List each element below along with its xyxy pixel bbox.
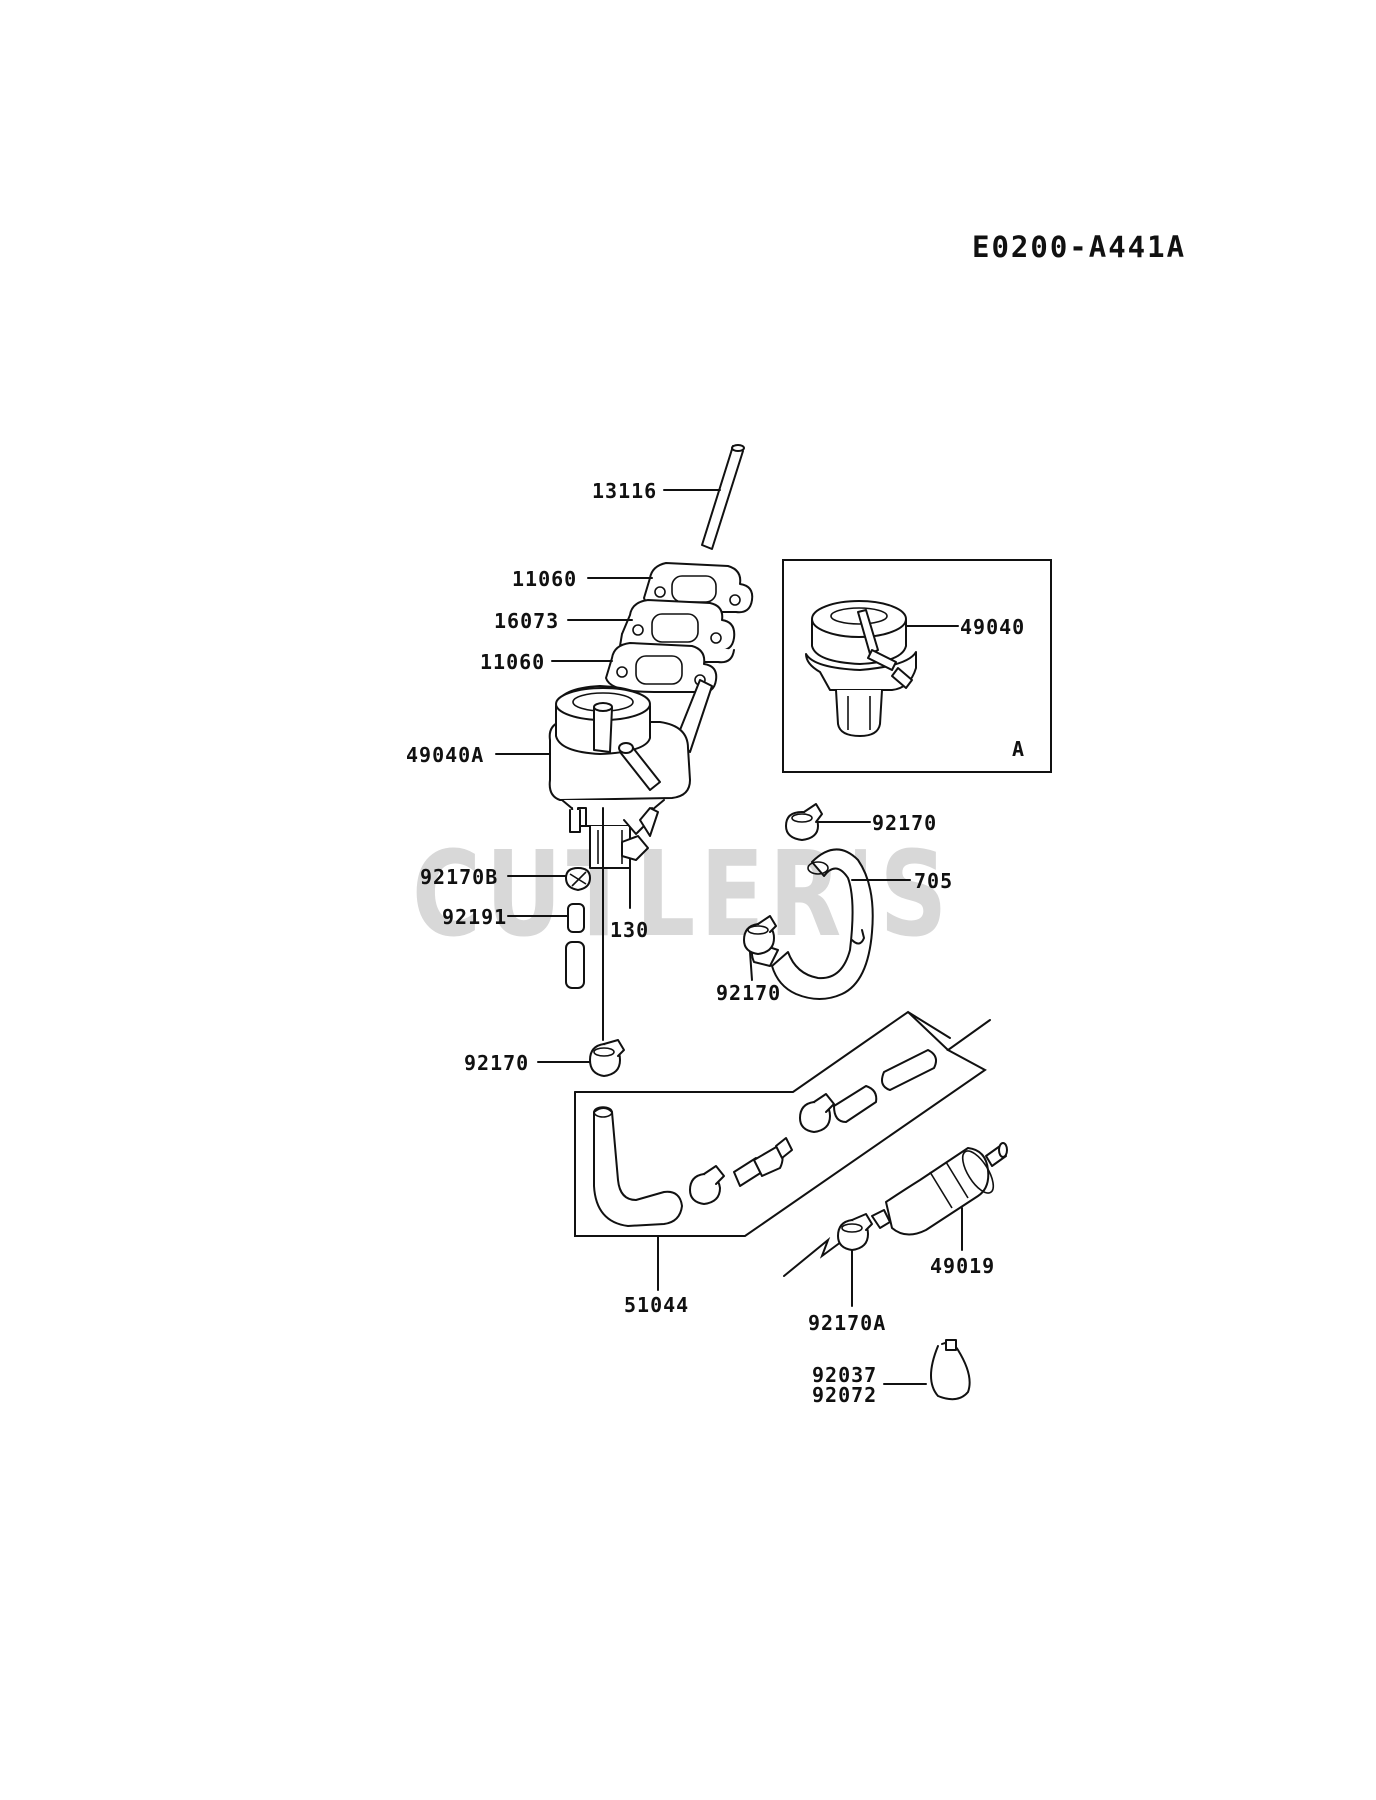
clamp-92170-left [589, 1039, 625, 1077]
leader-lines [495, 489, 963, 1385]
label-13116: 13116 [592, 479, 657, 503]
diagram-code: E0200-A441A [972, 230, 1186, 264]
label-130: 130 [610, 918, 649, 942]
gasket-11060-bottom [605, 642, 718, 694]
bolt-130 [621, 807, 659, 861]
inset-label-a: A [1012, 737, 1025, 761]
label-92191: 92191 [442, 905, 507, 929]
label-49019: 49019 [930, 1254, 995, 1278]
label-92170-top: 92170 [872, 811, 937, 835]
clamp-92170-mid [743, 915, 777, 955]
label-16073: 16073 [494, 609, 559, 633]
label-92170A: 92170A [808, 1311, 886, 1335]
label-92037: 92037 [812, 1363, 877, 1387]
clamp-92170B [565, 867, 591, 891]
label-705: 705 [914, 869, 953, 893]
hose-assembly-51044 [574, 1010, 991, 1237]
label-92170B: 92170B [420, 865, 498, 889]
tube-92191 [565, 903, 585, 989]
label-92072: 92072 [812, 1383, 877, 1407]
fuel-filter-49019 [871, 1142, 1008, 1236]
label-11060-bottom: 11060 [480, 650, 545, 674]
label-92170-left: 92170 [464, 1051, 529, 1075]
inset-49040: A [782, 559, 1052, 773]
label-49040: 49040 [960, 615, 1025, 639]
label-92170-mid: 92170 [716, 981, 781, 1005]
label-11060-top: 11060 [512, 567, 577, 591]
clamp-92170A [783, 1213, 873, 1277]
clamp-92170-top [785, 803, 823, 841]
label-49040A: 49040A [406, 743, 484, 767]
rod-13116 [701, 444, 745, 550]
label-51044: 51044 [624, 1293, 689, 1317]
band-clamp-92037 [930, 1339, 971, 1401]
